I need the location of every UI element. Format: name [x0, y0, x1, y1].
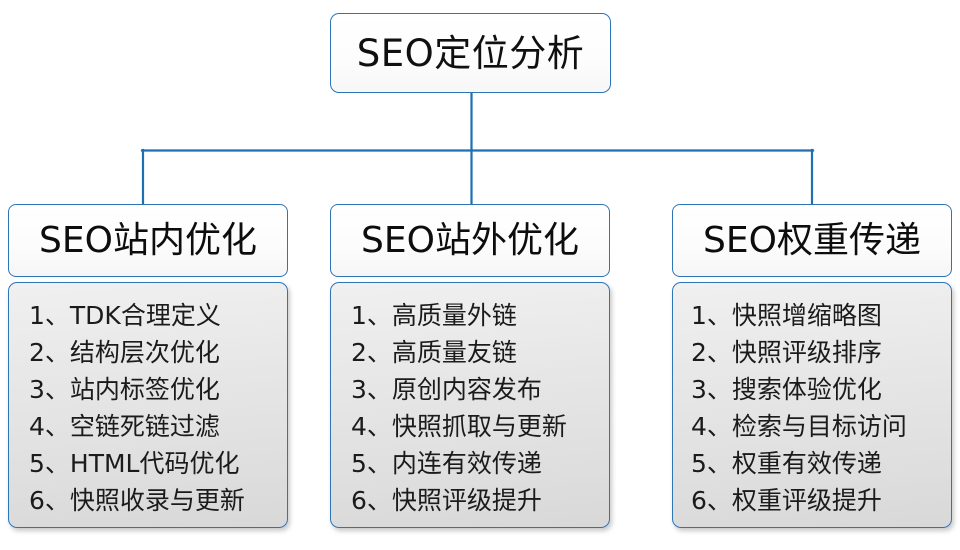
list-item-label: 快照收录与更新 [69, 486, 245, 515]
list-item: 3、 站内标签优化 [29, 371, 287, 408]
branch-title-off-site: SEO站外优化 [361, 219, 579, 261]
list-item-index: 2、 [29, 338, 70, 367]
item-list-weight-transfer: 1、 快照增缩略图 2、 快照评级排序 3、 搜索体验优化 4、 检索与目标访问… [673, 297, 951, 519]
list-item-index: 4、 [691, 412, 732, 441]
list-item-index: 4、 [29, 412, 70, 441]
list-item: 1、 TDK合理定义 [29, 297, 287, 334]
list-item: 6、 快照收录与更新 [29, 482, 287, 519]
list-item: 4、 快照抓取与更新 [351, 408, 609, 445]
list-item-index: 3、 [691, 375, 732, 404]
list-item-label: 内连有效传递 [391, 449, 542, 478]
list-item: 6、 快照评级提升 [351, 482, 609, 519]
list-item-index: 6、 [351, 486, 392, 515]
list-item-label: 高质量友链 [391, 338, 517, 367]
list-item-index: 5、 [691, 449, 732, 478]
list-item-label: 快照评级提升 [391, 486, 542, 515]
branch-title-on-site: SEO站内优化 [39, 219, 257, 261]
branch-header-weight-transfer[interactable]: SEO权重传递 [672, 204, 952, 277]
list-item-label: 结构层次优化 [69, 338, 220, 367]
list-item-label: HTML代码优化 [69, 449, 240, 478]
list-item-label: 原创内容发布 [391, 375, 542, 404]
branch-body-off-site: 1、 高质量外链 2、 高质量友链 3、 原创内容发布 4、 快照抓取与更新 5… [330, 282, 610, 528]
list-item: 1、 高质量外链 [351, 297, 609, 334]
list-item: 2、 高质量友链 [351, 334, 609, 371]
list-item-index: 1、 [351, 301, 392, 330]
list-item-index: 2、 [691, 338, 732, 367]
list-item-label: 搜索体验优化 [731, 375, 882, 404]
list-item-index: 4、 [351, 412, 392, 441]
list-item-index: 2、 [351, 338, 392, 367]
list-item-index: 3、 [29, 375, 70, 404]
list-item-label: 高质量外链 [391, 301, 517, 330]
list-item: 3、 搜索体验优化 [691, 371, 951, 408]
list-item-index: 6、 [691, 486, 732, 515]
list-item: 5、 权重有效传递 [691, 445, 951, 482]
branch-header-on-site[interactable]: SEO站内优化 [8, 204, 288, 277]
branch-body-on-site: 1、 TDK合理定义 2、 结构层次优化 3、 站内标签优化 4、 空链死链过滤… [8, 282, 288, 528]
root-node-title: SEO定位分析 [356, 31, 585, 75]
list-item-label: 快照评级排序 [731, 338, 882, 367]
list-item: 2、 结构层次优化 [29, 334, 287, 371]
list-item-label: 站内标签优化 [69, 375, 220, 404]
list-item-index: 5、 [351, 449, 392, 478]
list-item: 4、 检索与目标访问 [691, 408, 951, 445]
list-item-index: 6、 [29, 486, 70, 515]
list-item-index: 1、 [691, 301, 732, 330]
list-item-index: 3、 [351, 375, 392, 404]
list-item: 4、 空链死链过滤 [29, 408, 287, 445]
list-item: 3、 原创内容发布 [351, 371, 609, 408]
list-item-index: 1、 [29, 301, 70, 330]
root-node[interactable]: SEO定位分析 [330, 13, 611, 93]
branch-weight-transfer: SEO权重传递 1、 快照增缩略图 2、 快照评级排序 3、 搜索体验优化 4、 [672, 204, 952, 528]
list-item-label: 空链死链过滤 [69, 412, 220, 441]
branch-title-weight-transfer: SEO权重传递 [703, 219, 921, 261]
branch-off-site: SEO站外优化 1、 高质量外链 2、 高质量友链 3、 原创内容发布 4、 快 [330, 204, 610, 528]
branch-on-site: SEO站内优化 1、 TDK合理定义 2、 结构层次优化 3、 站内标签优化 4… [8, 204, 288, 528]
list-item-label: 快照抓取与更新 [391, 412, 567, 441]
list-item-label: 权重评级提升 [731, 486, 882, 515]
list-item: 2、 快照评级排序 [691, 334, 951, 371]
list-item: 1、 快照增缩略图 [691, 297, 951, 334]
branch-body-weight-transfer: 1、 快照增缩略图 2、 快照评级排序 3、 搜索体验优化 4、 检索与目标访问… [672, 282, 952, 528]
list-item-label: 权重有效传递 [731, 449, 882, 478]
item-list-off-site: 1、 高质量外链 2、 高质量友链 3、 原创内容发布 4、 快照抓取与更新 5… [331, 297, 609, 519]
list-item-label: 检索与目标访问 [731, 412, 907, 441]
list-item: 5、 HTML代码优化 [29, 445, 287, 482]
list-item: 6、 权重评级提升 [691, 482, 951, 519]
item-list-on-site: 1、 TDK合理定义 2、 结构层次优化 3、 站内标签优化 4、 空链死链过滤… [9, 297, 287, 519]
branch-header-off-site[interactable]: SEO站外优化 [330, 204, 610, 277]
list-item-label: 快照增缩略图 [731, 301, 882, 330]
list-item-label: TDK合理定义 [69, 301, 221, 330]
list-item-index: 5、 [29, 449, 70, 478]
list-item: 5、 内连有效传递 [351, 445, 609, 482]
